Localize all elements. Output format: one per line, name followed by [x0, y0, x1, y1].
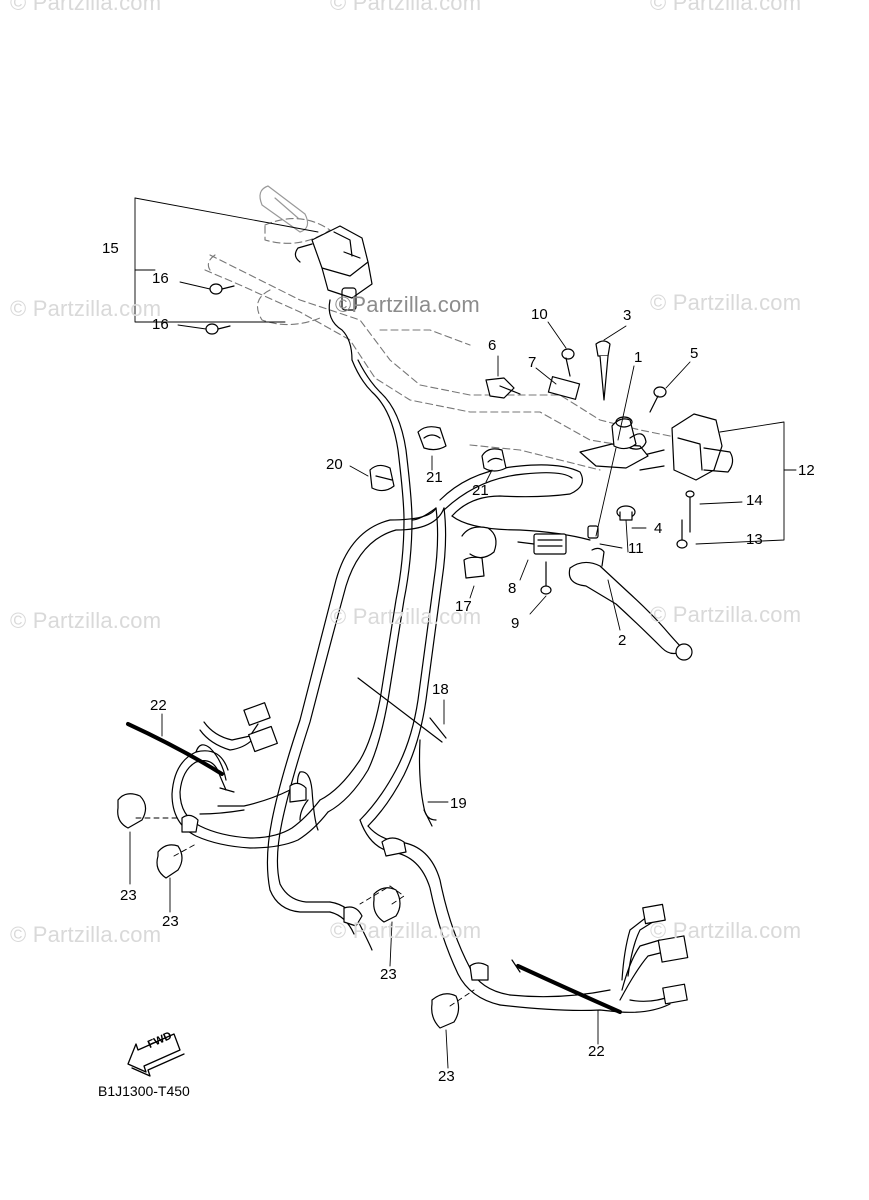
watermark-row3-center: © Partzilla.com: [330, 604, 482, 629]
fasteners: [205, 283, 695, 595]
watermark-row3-left: © Partzilla.com: [10, 608, 162, 633]
watermark-top-right: © Partzilla.com: [650, 0, 802, 15]
callout-23-c: 23: [380, 966, 397, 983]
callout-9: 9: [511, 615, 520, 632]
callout-18: 18: [432, 681, 449, 698]
callout-4: 4: [654, 520, 663, 537]
cable-clamps: [117, 426, 622, 1029]
fwd-arrow-icon: [127, 1033, 185, 1077]
callout-2: 2: [618, 632, 627, 649]
callout-20: 20: [326, 456, 343, 473]
connectors: [243, 702, 689, 1005]
callout-22-right: 22: [588, 1043, 605, 1060]
left-switch-assembly: [294, 225, 373, 361]
watermark-row4-right: © Partzilla.com: [650, 918, 802, 943]
callout-23-d: 23: [438, 1068, 455, 1085]
handlebar-outline: [204, 218, 691, 471]
callout-13: 13: [746, 531, 763, 548]
callout-22-left: 22: [150, 697, 167, 714]
alignment-lines: [135, 817, 475, 1007]
watermark-row2-center: ©Partzilla.com: [335, 292, 480, 317]
left-grip: [259, 185, 309, 233]
watermark-row4-left: © Partzilla.com: [10, 922, 162, 947]
watermark-row2-left: © Partzilla.com: [10, 296, 162, 321]
watermark-row2-right: © Partzilla.com: [650, 290, 802, 315]
callout-23-b: 23: [162, 913, 179, 930]
callout-14: 14: [746, 492, 763, 509]
watermark-row3-right: © Partzilla.com: [650, 602, 802, 627]
callout-16-upper: 16: [152, 270, 169, 287]
callout-6: 6: [488, 337, 497, 354]
callout-10: 10: [531, 306, 548, 323]
watermark-top-center: © Partzilla.com: [330, 0, 482, 15]
callout-21-right: 21: [472, 482, 489, 499]
right-switch-assembly: [619, 413, 734, 481]
callout-7: 7: [528, 354, 537, 371]
callout-21-left: 21: [426, 469, 443, 486]
watermark-top-left: © Partzilla.com: [10, 0, 162, 15]
callout-15: 15: [102, 240, 119, 257]
callout-16-lower: 16: [152, 316, 169, 333]
catalog-code: B1J1300-T450: [98, 1083, 190, 1099]
callout-3: 3: [623, 307, 632, 324]
callout-11: 11: [628, 540, 644, 557]
clutch-lever: [568, 525, 693, 661]
watermark-row4-center: © Partzilla.com: [330, 918, 482, 943]
callout-5: 5: [690, 345, 699, 362]
clutch-switch: [517, 533, 567, 555]
leader-lines: [129, 197, 797, 1069]
callout-23-a: 23: [120, 887, 137, 904]
wire-harness: [171, 359, 681, 1013]
callout-8: 8: [508, 580, 517, 597]
callout-17: 17: [455, 598, 472, 615]
callout-19: 19: [450, 795, 467, 812]
lever-bracket: [579, 416, 649, 469]
callout-12: 12: [798, 462, 815, 479]
callout-1: 1: [634, 349, 643, 366]
